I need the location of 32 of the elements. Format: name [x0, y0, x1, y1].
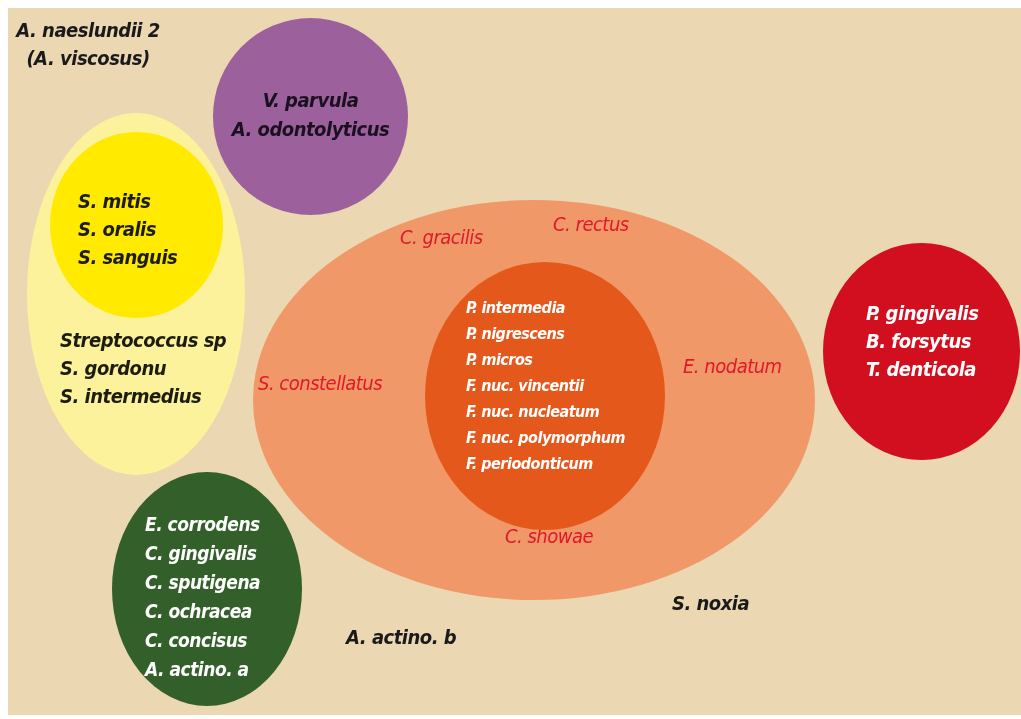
species-name: A. odontolyticus	[231, 116, 390, 143]
species-name: C. gracilis	[400, 224, 483, 250]
species-name: C. concisus	[145, 628, 249, 653]
species-name: B. forsytus	[866, 328, 972, 355]
species-name: P. nigrescens	[466, 323, 566, 345]
species-name: F. nuc. polymorphum	[466, 427, 626, 449]
species-name: C. showae	[505, 523, 594, 549]
species-name: S. constellatus	[258, 370, 382, 396]
species-name: E. corrodens	[145, 512, 261, 537]
species-name: A. actino. a	[145, 657, 250, 682]
species-name: T. denticola	[866, 356, 977, 383]
species-name: Streptococcus sp	[60, 327, 227, 354]
species-name: V. parvula	[262, 87, 359, 114]
species-name: P. micros	[466, 349, 534, 371]
species-name: F. periodonticum	[466, 453, 594, 475]
species-name: S. gordonu	[60, 355, 168, 382]
species-name: C. gingivalis	[145, 541, 258, 566]
species-name: S. sanguis	[78, 244, 178, 271]
species-name: A. naeslundii 2 (A. viscosus)	[14, 17, 161, 72]
species-name: P. intermedia	[466, 297, 567, 319]
species-name: S. mitis	[78, 188, 152, 215]
species-name: C. ochracea	[145, 599, 253, 624]
species-name: C. sputigena	[145, 570, 261, 595]
species-name: S. oralis	[78, 216, 157, 243]
species-name: F. nuc. vincentii	[466, 375, 586, 397]
species-name: E. nodatum	[683, 353, 782, 379]
species-name: F. nuc. nucleatum	[466, 401, 601, 423]
species-name: P. gingivalis	[866, 300, 979, 327]
species-name: S. noxia	[672, 590, 750, 616]
species-name: A. actino. b	[346, 624, 457, 650]
species-name: S. intermedius	[60, 383, 203, 410]
species-name: C. rectus	[553, 211, 629, 237]
